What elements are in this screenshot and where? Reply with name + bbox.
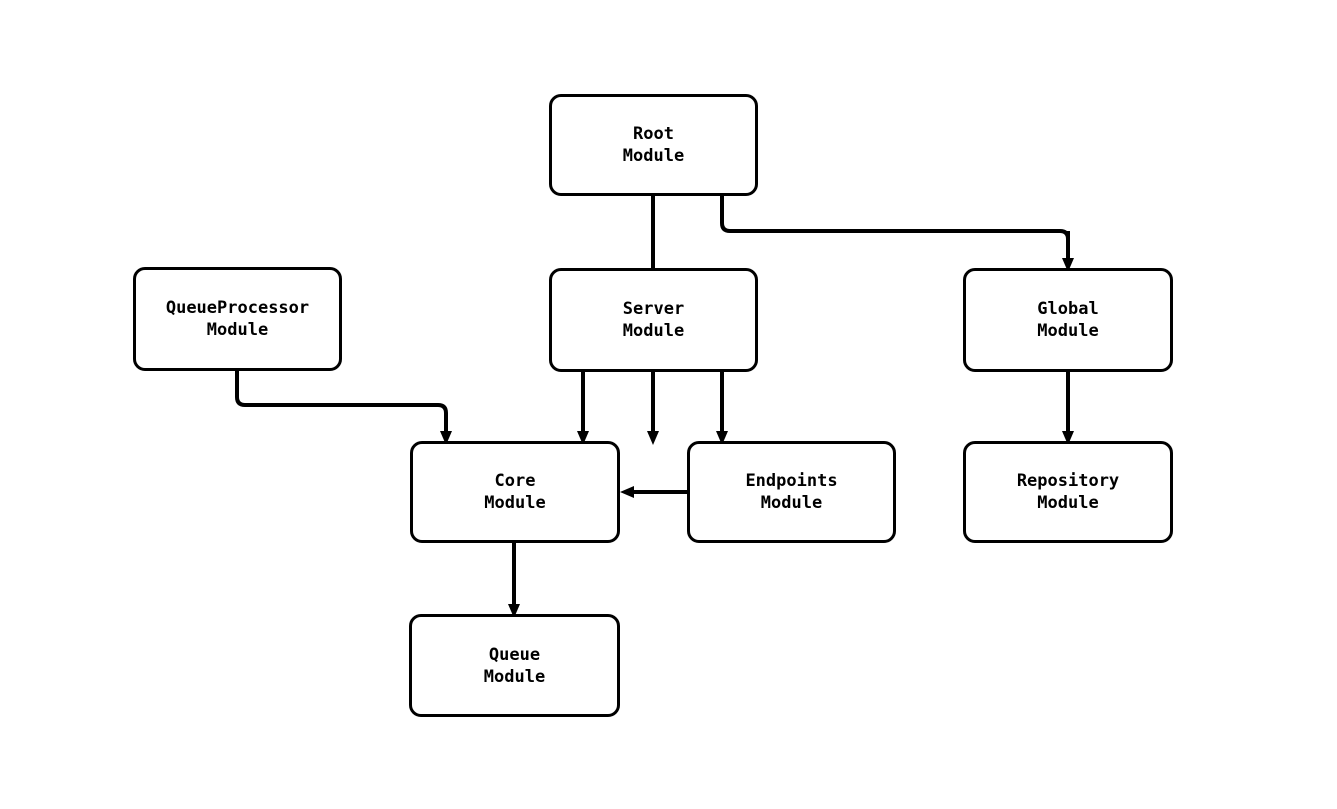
node-endpoints-label-line2: Module — [760, 493, 823, 513]
node-queue-label-line2: Module — [483, 666, 546, 687]
node-repository-label-line1: Repository — [1016, 471, 1120, 491]
node-global-label-line1: Global — [1037, 299, 1099, 319]
node-global-label-line2: Module — [1037, 321, 1099, 341]
node-core-label-line1: Core — [494, 471, 536, 491]
node-endpoints-label-line1: Endpoints — [745, 471, 838, 491]
node-queueprocessor-label-line2: Module — [206, 320, 269, 340]
node-queue-label-line1: Queue — [488, 644, 541, 665]
node-root-label-line2: Module — [622, 146, 685, 166]
node-root-label-line1: Root — [633, 124, 674, 144]
node-repository-label-line2: Module — [1037, 493, 1099, 513]
node-server-label-line1: Server — [622, 299, 685, 319]
edge-queueprocessor-to-core — [235, 371, 452, 445]
node-queueprocessor-label-line1: QueueProcessor — [165, 298, 310, 318]
edge-root-to-global — [720, 196, 1074, 272]
node-core-label-line2: Module — [484, 493, 546, 513]
node-server-label-line2: Module — [622, 321, 685, 341]
